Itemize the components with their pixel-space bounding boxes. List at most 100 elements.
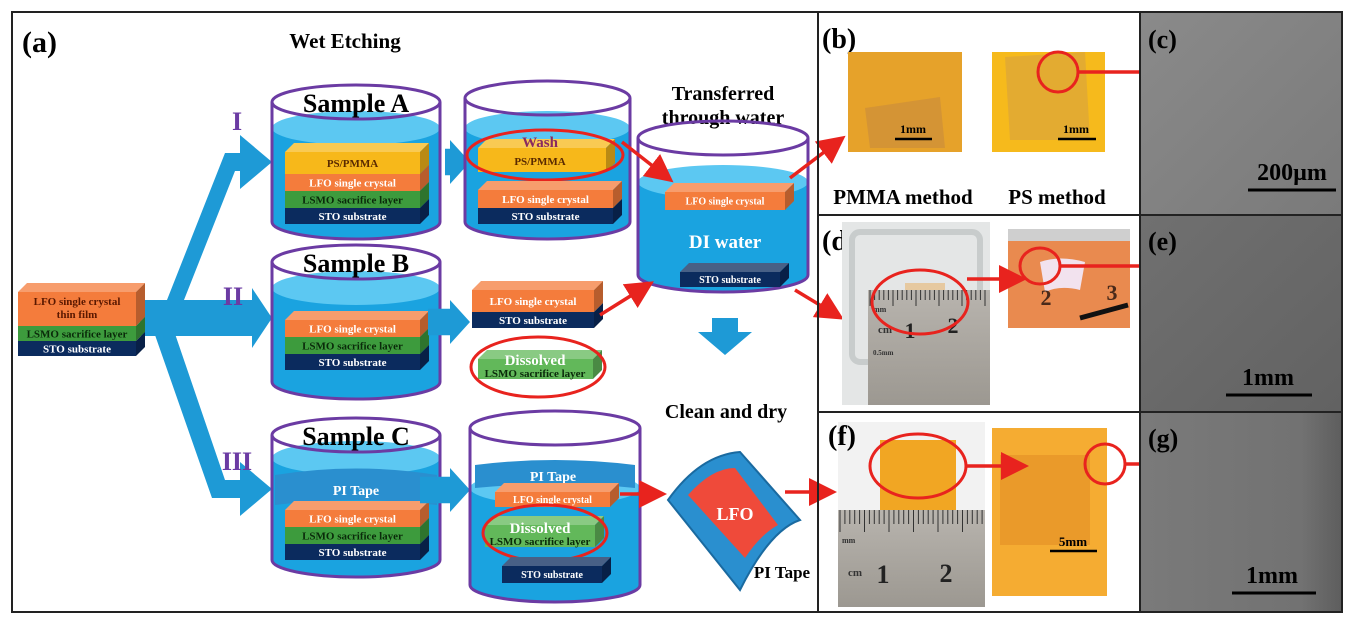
sto-layer-front [478,208,613,224]
lsmo-layer-label: LSMO sacrifice layer [302,194,403,206]
panel-label-f: (f) [828,421,856,452]
photo-background [1008,229,1130,241]
sto-layer-side [613,199,622,224]
lfo-tape-label: LFO [716,504,753,524]
sto-layer: STO substrate [478,199,622,224]
lfo-layer-label: LFO single crystal [502,194,589,206]
figure-border [11,11,1343,613]
lsmo-layer-side [420,518,429,544]
ps-caption: PS method [1008,185,1106,209]
sto-layer-label: STO substrate [512,211,580,223]
start-lfo-layer [18,283,145,326]
pi-tape-caption: PI Tape [754,563,811,582]
washed-ps-pmma-layer [478,139,615,172]
route-label-III: III [222,447,252,476]
ruler-unit: cm [848,567,862,579]
sto-layer-front [472,312,594,328]
dissolved-lsmo-layer-top [478,350,602,359]
sto-layer-label: STO substrate [319,357,387,369]
lfo-layer-top [495,483,619,492]
route-label-I: I [232,107,242,136]
lfo-layer-label: LFO single crystal [490,296,577,308]
sto-layer: STO substrate [472,303,603,328]
lfo-layer: LFO single crystal [472,281,603,312]
lsmo-layer: LSMO sacrifice layer [285,328,429,354]
pi-tape-layer [475,460,635,488]
highlight-circle [465,128,625,182]
sto-layer-side [780,263,789,287]
pi-tape-sample [880,440,956,512]
lfo-layer: LFO single crystal [285,165,429,191]
washed-ps-pmma-layer-front [478,148,606,172]
lfo-layer: LFO single crystal [665,183,794,210]
pmma-film [865,97,945,148]
panel-label-c: (c) [1148,25,1177,54]
beaker-outline [463,98,632,241]
wash-ps-label: PS/PMMA [514,156,565,168]
lfo-layer-top [472,281,603,290]
sample-title: Sample A [303,89,409,118]
wet-etching-title: Wet Etching [289,29,401,53]
ps-pmma-layer-label: PS/PMMA [327,158,378,170]
sto-layer-side [602,557,611,583]
beaker-outline [468,428,642,604]
start-lfo-label-1: LFO single crystal [34,296,121,308]
sto-layer-front [285,354,420,370]
lfo-layer-top [478,181,622,190]
lfo-layer-front [665,192,785,210]
beaker-rim [270,416,442,454]
process-arrow [428,300,470,344]
transferred-title-2: through water [662,107,785,129]
lfo-layer-side [785,183,794,210]
start-lsmo-layer-side [136,317,145,341]
dissolved-lsmo-layer-front [478,359,593,379]
dissolved-label: Dissolved [505,353,567,369]
pi-tape-label: PI Tape [530,470,576,485]
lfo-on-tape [688,468,778,558]
sto-layer-side [420,199,429,224]
ruler-unit: mm [873,305,887,314]
scale-bar-label: 1mm [900,122,926,136]
sto-layer-label: STO substrate [499,315,567,327]
down-arrow [698,318,752,355]
ruler-number: 2 [1041,285,1052,310]
beaker-rim [463,79,632,117]
lfo-layer-top [285,311,429,320]
sample-title: Sample B [303,249,409,278]
sto-layer-front [285,208,420,224]
overlay [11,11,1343,613]
tweezers [1079,302,1129,321]
dissolved-lsmo-layer-front [485,525,595,547]
lfo-layer-top [285,501,429,510]
dissolved-lsmo-layer [478,350,602,379]
highlight-circle [469,335,607,399]
lfo-layer: LFO single crystal [495,483,619,507]
scale-bar-label: 1mm [1242,365,1294,391]
beaker-outline [270,435,442,579]
wash-label: Wash [522,135,559,151]
lfo-layer-side [420,311,429,337]
red-arrow [599,281,654,317]
route-arrow-III [150,325,272,516]
red-arrow [794,288,844,320]
start-sto-layer-front [18,341,136,356]
beaker-rim [270,243,442,281]
scale-bar-label: 1mm [1246,563,1298,589]
lfo-layer-label: LFO single crystal [686,197,765,208]
ruler-unit: mm [842,536,856,545]
lfo-layer-front [478,190,613,208]
ruler [838,510,985,607]
route-arrow-I [140,135,272,330]
lfo-layer: LFO single crystal [478,181,622,208]
sto-layer-side [420,535,429,560]
lsmo-layer-label: LSMO sacrifice layer [302,340,403,352]
panel-label-g: (g) [1148,424,1178,453]
lfo-layer: LFO single crystal [285,501,429,527]
clean-dry-title: Clean and dry [665,401,787,423]
sto-layer-top [680,263,789,272]
route-label-II: II [223,282,243,311]
highlight-circle [870,268,970,336]
